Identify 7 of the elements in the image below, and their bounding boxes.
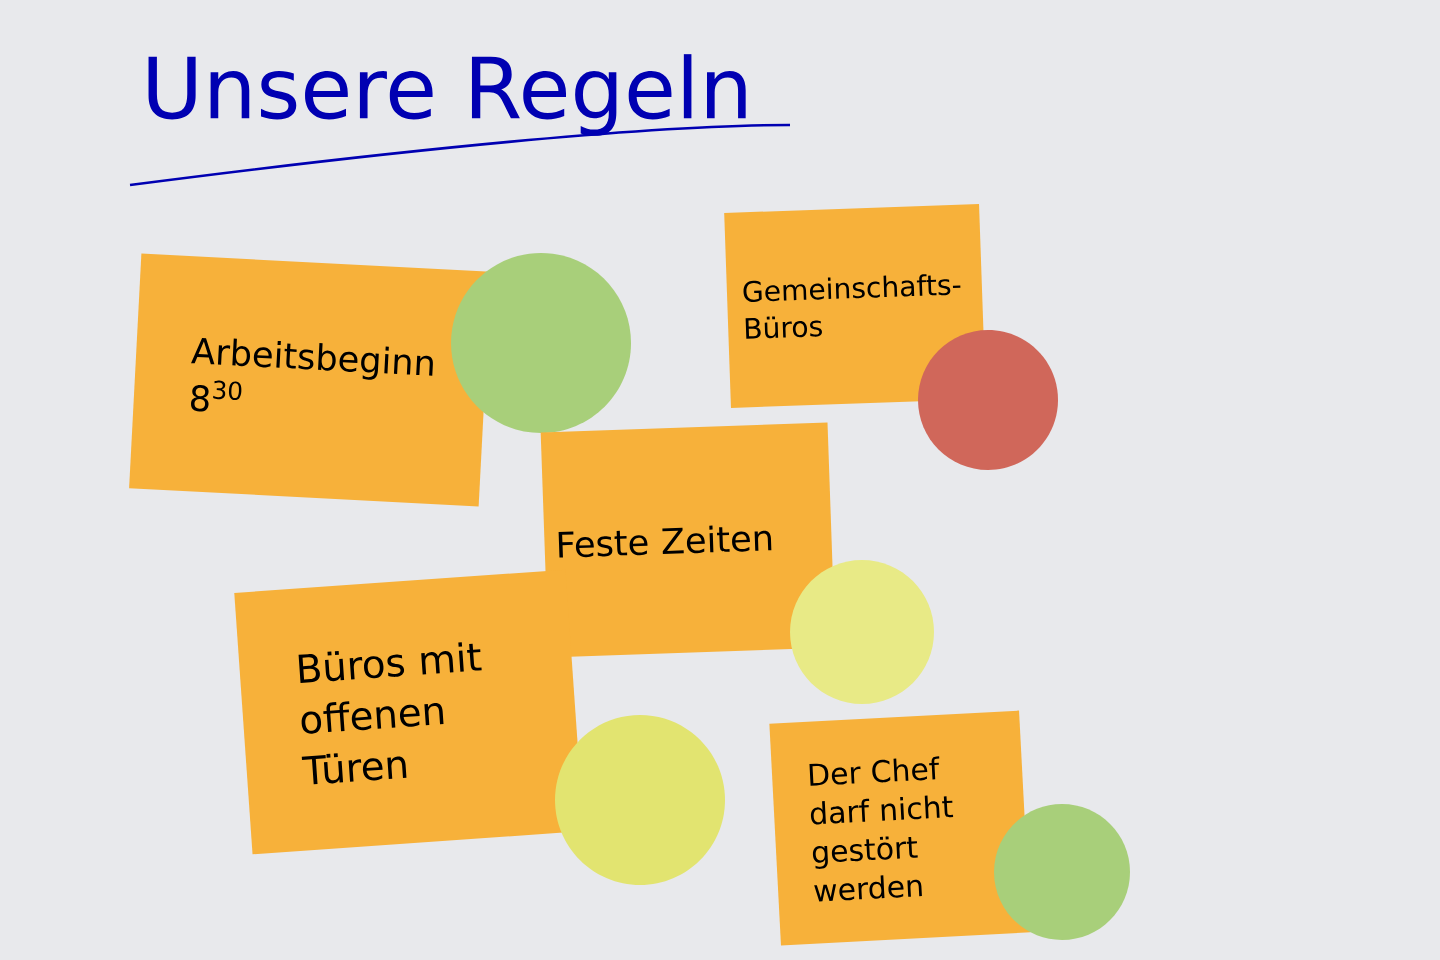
dot-sticker (918, 330, 1058, 470)
title: Unsere Regeln (148, 54, 746, 136)
dot-sticker (994, 804, 1130, 940)
sticky-note: Büros mit offenen Türen (234, 569, 584, 855)
dot-sticker (451, 253, 631, 433)
dot-sticker (555, 715, 725, 885)
dot-sticker (790, 560, 934, 704)
